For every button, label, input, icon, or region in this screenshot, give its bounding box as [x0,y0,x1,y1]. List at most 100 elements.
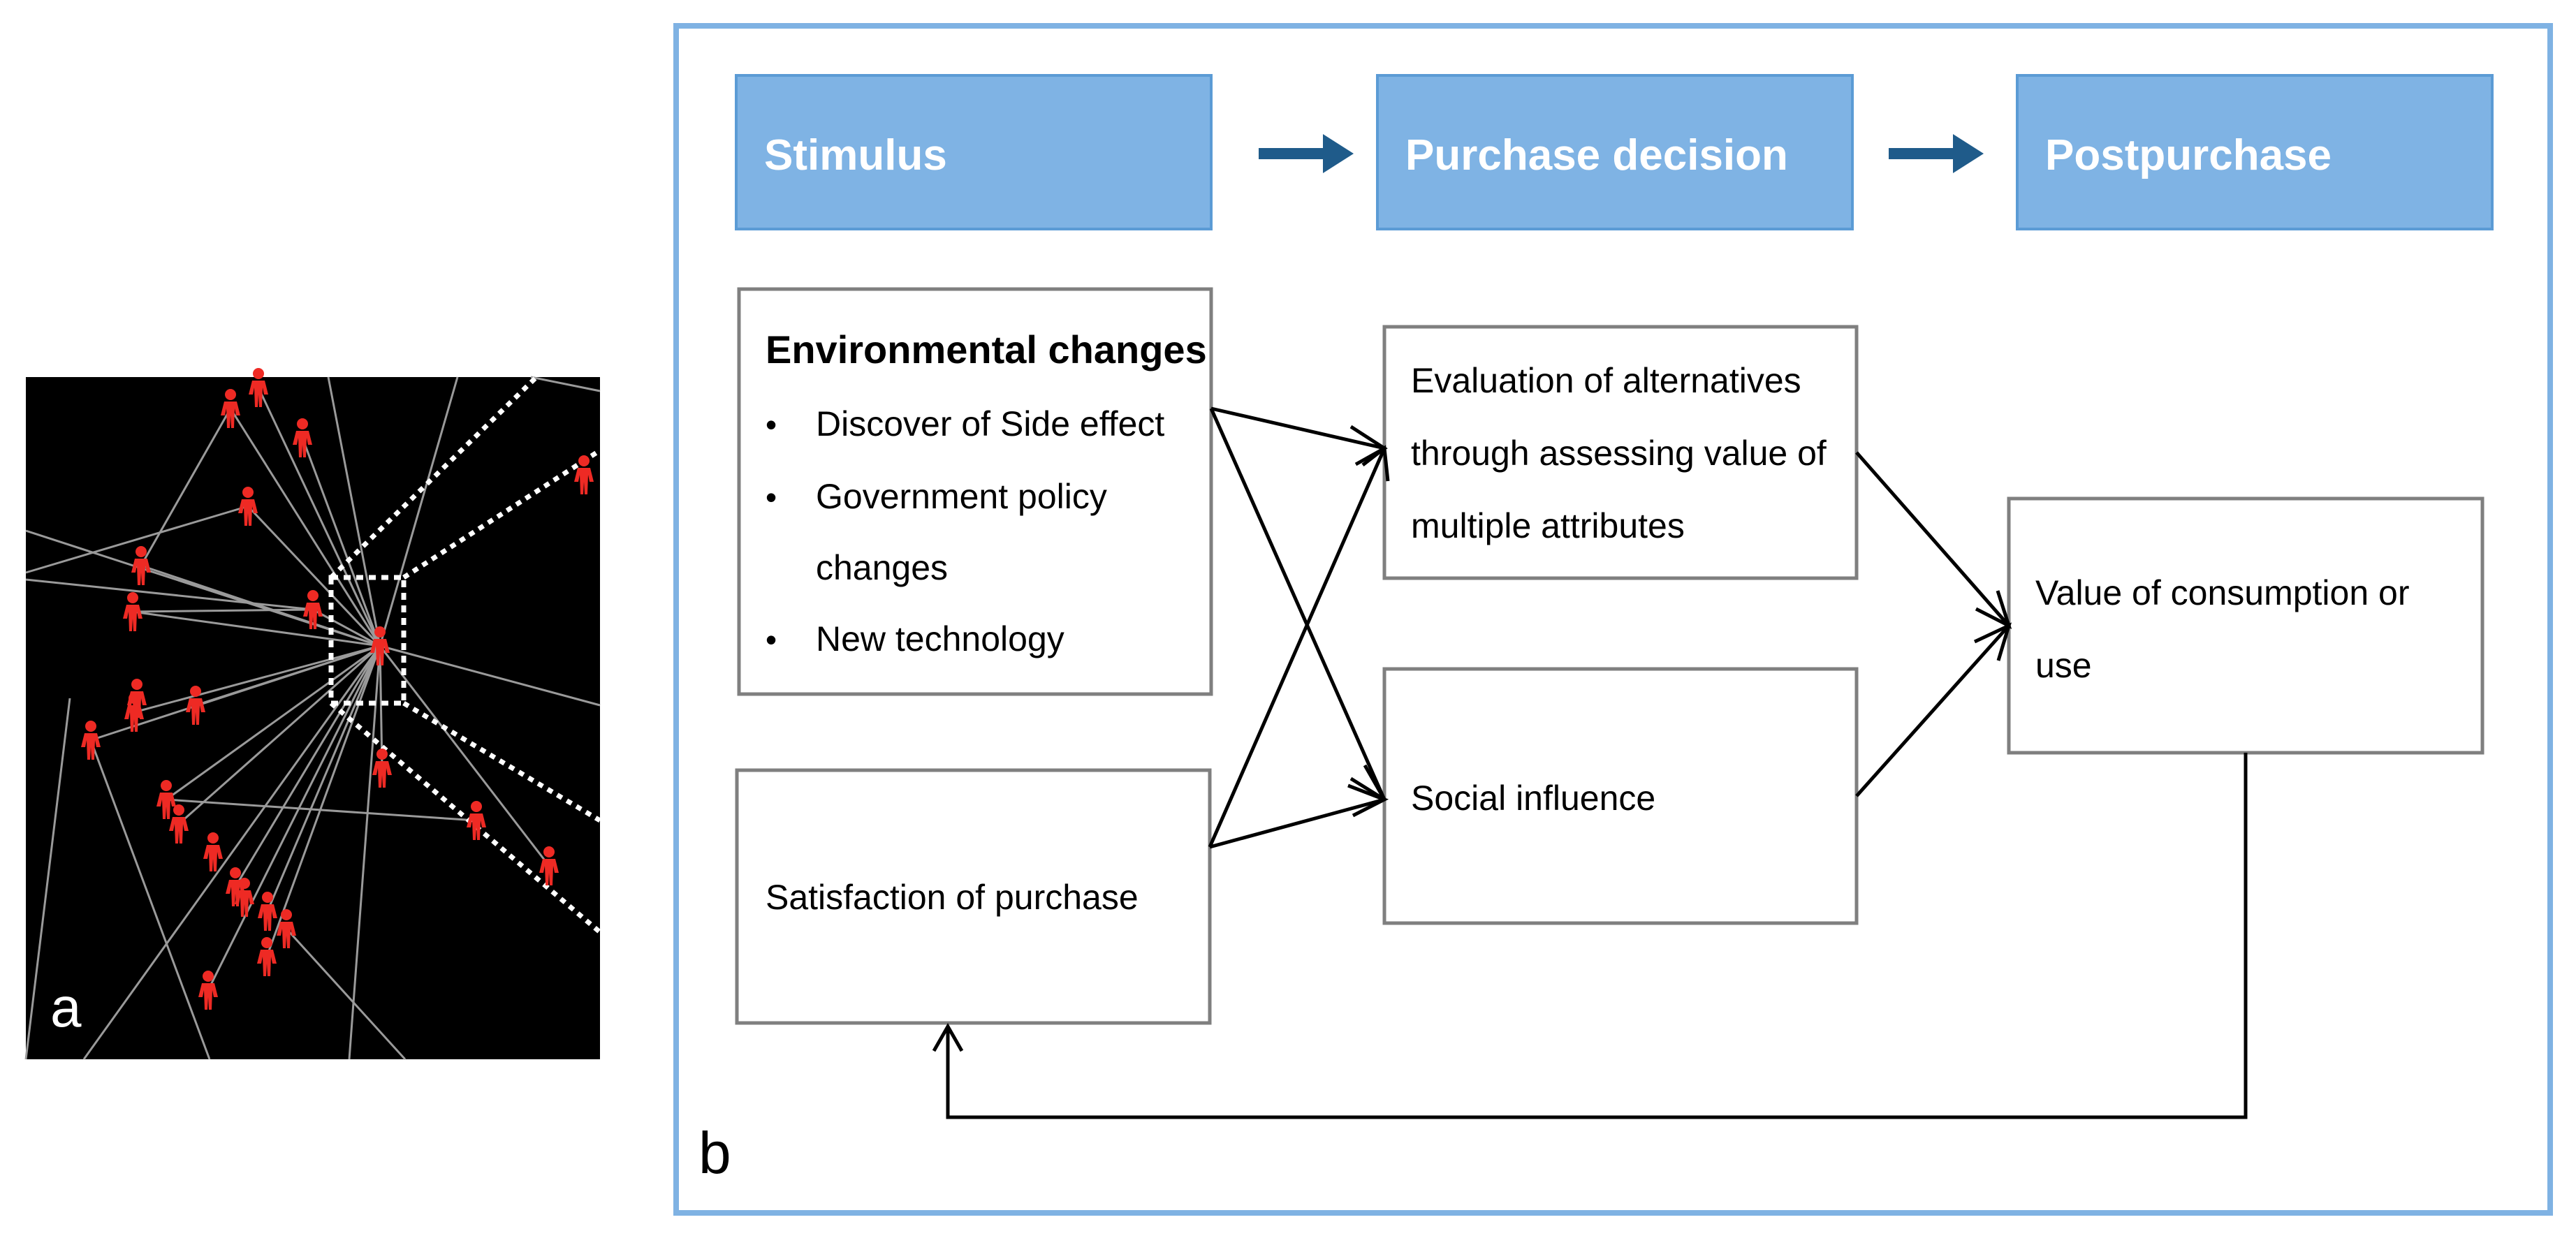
value-text: Value of consumption or use [2035,573,2410,685]
network-edge [265,645,381,957]
person-icon [131,546,151,585]
person-icon [186,686,205,725]
arrowhead [1361,445,1390,482]
person-icon [81,721,101,760]
arrowhead [1973,622,2012,661]
stage-arrow [1889,134,1984,173]
person-icon [303,590,323,629]
stage-header-purchase-decision: Purchase decision [1376,74,1854,230]
person-icon [169,804,189,844]
network-edges [24,376,601,1061]
satisfaction-text: Satisfaction of purchase [766,878,1139,917]
network-edge [530,376,601,392]
network-edge [90,645,381,742]
text-line: use [2035,646,2092,685]
person-icon [467,801,486,840]
zoom-guide-line [402,700,601,823]
network-edge [166,798,477,822]
network-edge [140,408,232,566]
connector-evaluation-to-value [1855,451,2010,627]
network-edge [348,645,381,1060]
stage-header-label: Stimulus [764,131,947,179]
network-edge [229,408,381,647]
bullet-item-text: New technology [816,619,1064,658]
person-icon [277,909,296,948]
network-edge [379,645,601,707]
person-icon [156,780,176,819]
network-edge [266,645,381,912]
network-edge [132,610,381,647]
person-icon [372,749,392,788]
stage-header-label: Postpurchase [2045,131,2332,179]
bullet-item-text: Discover of Side effect [816,404,1164,443]
network-edge [247,505,381,647]
stage-header-label: Purchase decision [1405,131,1788,179]
network-edge [166,645,381,801]
bullet-item: • New technology [766,619,1064,658]
connector-satisfaction-to-social [1209,797,1385,849]
text-line: Social influence [1411,779,1655,818]
bullet-item: •Discover of Side effect [766,404,1164,443]
zoom-guide-line [329,701,602,934]
person-icon [198,971,218,1010]
network-edge [24,698,71,1060]
stage-header-postpurchase: Postpurchase [2016,74,2494,230]
network-nodes [81,368,594,1010]
text-line: Satisfaction of purchase [766,878,1139,917]
person-icon [238,487,258,526]
zoom-guide-line [329,375,539,580]
focus-marker [328,575,407,706]
social-influence-text: Social influence [1411,779,1655,818]
network-background [26,377,600,1059]
panel-a: a [24,368,602,1061]
network-edge [312,608,381,647]
arrowhead [932,1022,964,1052]
panel-b: Stimulus Purchase decision Postpurchase … [673,23,2553,1216]
environmental-changes-title: Environmental changes [766,327,1207,371]
network-edge [25,578,314,611]
person-icon [293,418,312,457]
network-edge [207,645,381,991]
connector-social-to-value [1855,624,2010,797]
zoom-guide-lines [329,375,602,934]
connector-env-to-social [1209,407,1386,801]
connector-satisfaction-to-evaluation [1208,447,1386,848]
person-icon [539,846,559,885]
network-edge [257,387,381,647]
person-icon [258,892,277,931]
network-edge [327,376,381,647]
person-icon [203,832,223,871]
network-edge [132,608,314,613]
stage-header-stimulus: Stimulus [735,74,1213,230]
panel-b-label: b [698,1120,731,1186]
stage-arrow [1259,134,1354,173]
person-icon [127,679,147,718]
social-influence-box: Social influence [1382,667,1859,925]
network-edge [301,437,381,647]
network-edge [234,645,381,888]
person-icon [370,626,390,665]
text-line: Evaluation of alternatives [1411,361,1801,400]
network-edge [82,645,381,1060]
network-edge [285,927,407,1061]
value-box: Value of consumption or use [2007,496,2484,755]
person-icon [123,592,142,631]
person-icon [235,878,254,917]
environmental-changes-box: Environmental changes •Discover of Side … [737,287,1213,696]
network-edge [133,645,381,714]
panel-a-label: a [50,976,82,1038]
text-line: Value of consumption or [2035,573,2410,612]
connector-env-to-evaluation [1210,406,1385,450]
feedback-line [946,753,2248,1119]
network-edge [178,645,381,825]
bullet-item-text: changes [816,548,948,587]
connectors [932,406,2248,1119]
network-edge [89,739,211,1060]
bullet-glyph: • [766,621,777,658]
person-icon [221,389,240,428]
network-edge [379,376,459,647]
network-edge [379,645,550,867]
